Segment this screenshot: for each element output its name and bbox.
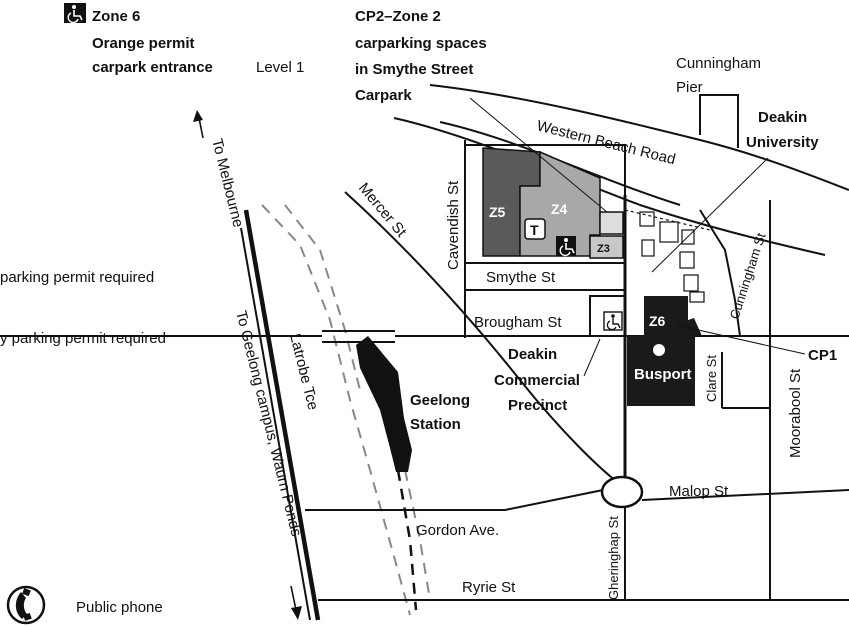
zone-5-label: Z5: [489, 204, 506, 220]
zone-3: [589, 235, 624, 259]
zone6-callout-line2: Orange permit: [92, 35, 195, 52]
geelong-station-label-2: Station: [410, 416, 461, 433]
geelong-station-building: [356, 336, 412, 472]
brougham-st-label: Brougham St: [474, 314, 562, 331]
deakin-commercial-label-2: Commercial: [494, 372, 580, 389]
clare-st-label: Clare St: [704, 355, 719, 402]
taxi-badge: [524, 218, 546, 240]
legend-phone-label: Public phone: [76, 599, 163, 616]
zone6-callout-line3: carpark entrance: [92, 59, 213, 76]
deakin-university-label-1: Deakin: [758, 109, 807, 126]
mercer-st-label: Mercer St: [355, 180, 410, 241]
zone-6-label: Z6: [649, 313, 666, 329]
zone-3-label: Z3: [597, 243, 610, 255]
phone-icon: [6, 585, 46, 625]
cp2-callout-line3: in Smythe Street: [355, 61, 473, 78]
zone6-callout-title: Zone 6: [92, 8, 140, 25]
deakin-university-label-2: University: [746, 134, 819, 151]
wheelchair-icon: [64, 3, 86, 24]
arrow-up-icon: [193, 110, 204, 139]
gordon-ave-label: Gordon Ave.: [416, 522, 499, 539]
geelong-station-label-1: Geelong: [410, 392, 470, 409]
gheringhap-st-label: Gheringhap St: [606, 516, 621, 600]
smythe-st-label: Smythe St: [486, 269, 556, 286]
zone6-callout-level: Level 1: [256, 59, 304, 76]
zones: Z5 Z4 Z3 Z6 Busport T: [482, 147, 702, 406]
cunningham-pier-label-2: Pier: [676, 79, 703, 96]
legend-parking-line1: parking permit required: [0, 269, 154, 286]
to-melbourne-label: To Melbourne: [208, 137, 246, 229]
busport-notch: [674, 318, 702, 336]
deakin-commercial-label-1: Deakin: [508, 346, 557, 363]
legend-parking-line2: y parking permit required: [0, 330, 166, 347]
arrow-down-icon: [290, 585, 302, 620]
wheelchair-icon: [603, 311, 623, 331]
busport-label: Busport: [634, 366, 692, 383]
zone-4-label: Z4: [551, 201, 568, 217]
wheelchair-icon: [556, 236, 576, 257]
malop-st-label: Malop St: [669, 483, 729, 500]
deakin-buildings: [624, 209, 711, 303]
cunningham-st-label: Cunningham St: [727, 231, 769, 321]
latrobe-tce-label: Latrobe Tce: [286, 332, 321, 412]
railway: Geelong Station: [240, 204, 470, 621]
cp2-callout-line4: Carpark: [355, 87, 412, 104]
ryrie-st-label: Ryrie St: [462, 579, 516, 596]
roads: [0, 84, 849, 601]
cp2-callout-line2: carparking spaces: [355, 35, 487, 52]
moorabool-st-label: Moorabool St: [787, 368, 804, 458]
leader-lines: [469, 97, 806, 377]
deakin-commercial-label-3: Precinct: [508, 397, 567, 414]
taxi-label: T: [530, 222, 539, 238]
zone-2-box: [599, 211, 624, 235]
cp2-callout-line1: CP2–Zone 2: [355, 8, 441, 25]
cavendish-st-label: Cavendish St: [445, 180, 462, 270]
cunningham-pier-label-1: Cunningham: [676, 55, 761, 72]
bus-stop-marker: [653, 344, 665, 356]
cp1-callout: CP1: [808, 347, 837, 364]
